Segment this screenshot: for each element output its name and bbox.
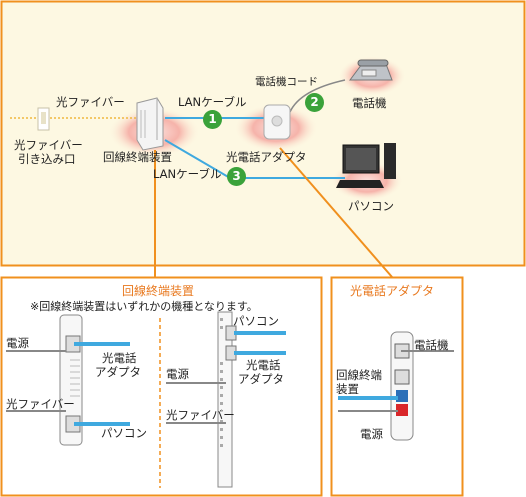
adapter-label: 光電話アダプタ: [226, 150, 307, 164]
onu-right-adapter-label-2: アダプタ: [238, 372, 284, 386]
pc-label: パソコン: [348, 199, 394, 213]
fiber-label: 光ファイバー: [56, 95, 125, 109]
adapter-onu-label-1: 回線終端: [336, 368, 382, 382]
fiber-inlet-label-1: 光ファイバー: [14, 138, 83, 152]
onu-right-fiber-label: 光ファイバー: [166, 408, 235, 422]
onu-right-device: [217, 311, 237, 488]
onu-left-adapter-label-1: 光電話: [102, 351, 137, 365]
phone-cord: [289, 79, 346, 113]
phone-label: 電話機: [352, 96, 387, 110]
onu-right-adapter-label-1: 光電話: [246, 358, 281, 372]
onu-device-icon: [136, 97, 164, 151]
fiber-inlet-icon: [37, 107, 50, 131]
phone-cord-label: 電話機コード: [255, 76, 318, 88]
adapter-onu-label-2: 装置: [336, 382, 359, 396]
adapter-power-label: 電源: [360, 427, 383, 441]
onu-panel: [0, 276, 323, 497]
adapter-callout-line: [279, 147, 393, 278]
adapter-detail-device: [390, 331, 414, 441]
onu-panel-note: ※回線終端装置はいずれかの機種となります。: [30, 300, 258, 313]
lan-cable-3-label: LANケーブル: [153, 167, 222, 181]
fiber-inlet-label-2: 引き込み口: [18, 152, 76, 166]
onu-right-pc-label: パソコン: [233, 314, 279, 328]
phone-icon: [349, 59, 393, 81]
adapter-panel-title: 光電話アダプタ: [350, 284, 435, 298]
adapter-device-icon: [263, 104, 291, 140]
badge-1: 1: [203, 110, 222, 129]
onu-left-fiber-label: 光ファイバー: [6, 397, 75, 411]
badge-2: 2: [305, 93, 324, 112]
onu-panel-title: 回線終端装置: [122, 284, 195, 298]
pc-icon: [336, 143, 396, 188]
badge-3: 3: [227, 167, 246, 186]
onu-left-power-label: 電源: [6, 336, 29, 350]
adapter-phone-label: 電話機: [414, 338, 449, 352]
onu-right-power-label: 電源: [166, 367, 189, 381]
onu-left-pc-label: パソコン: [101, 426, 147, 440]
lan-cable-1-label: LANケーブル: [178, 95, 247, 109]
onu-label: 回線終端装置: [103, 150, 172, 164]
onu-left-adapter-label-2: アダプタ: [95, 365, 141, 379]
